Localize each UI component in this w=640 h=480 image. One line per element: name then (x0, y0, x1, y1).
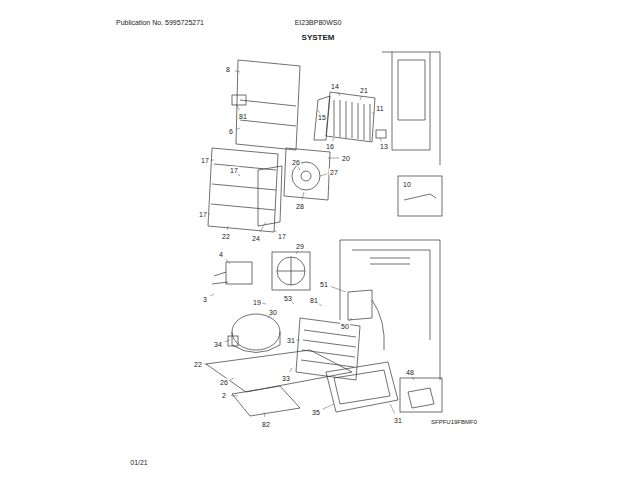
leader-line (238, 174, 240, 176)
leader-line (380, 138, 382, 141)
cabinet-upper (382, 52, 440, 165)
header-text: EI23BP80WS0 (294, 19, 343, 26)
leader-line (319, 304, 322, 306)
base-plate (206, 350, 352, 416)
callout-number: 30 (268, 309, 278, 316)
leader-line (338, 92, 340, 96)
leader-line (349, 318, 352, 321)
relay (212, 262, 252, 284)
leader-lines (204, 71, 414, 417)
leader-line (230, 378, 234, 380)
compressor (228, 314, 280, 353)
leader-line (332, 138, 334, 141)
callout-number: 13 (379, 143, 389, 150)
leader-line (235, 71, 240, 72)
callout-number: 53 (283, 295, 293, 302)
callout-number: 81 (238, 113, 248, 120)
callout-number: 28 (295, 203, 305, 210)
page-title: SYSTEM (301, 34, 336, 42)
callout-number: 26 (219, 379, 229, 386)
leader-line (262, 303, 266, 305)
callout-number: 11 (375, 105, 384, 112)
leader-line (204, 364, 208, 365)
inset-frame (400, 378, 442, 412)
callout-number: 29 (295, 243, 305, 250)
leader-line (318, 110, 320, 113)
callout-number: 8 (225, 66, 231, 73)
leader-line (236, 128, 240, 129)
callout-number: 16 (325, 143, 335, 150)
callout-number: 34 (213, 341, 223, 348)
leader-line (322, 404, 334, 409)
drain-pan (326, 362, 398, 412)
callout-number: 17 (229, 167, 239, 174)
evaporator-coil (314, 92, 386, 142)
evaporator-cover (232, 60, 300, 150)
callout-number: 20 (341, 155, 351, 162)
leader-line (296, 251, 298, 254)
leader-line (260, 222, 266, 232)
callout-number: 2 (221, 392, 227, 399)
callout-number: 50 (340, 323, 350, 330)
inset-frame (398, 176, 442, 216)
leader-line (412, 377, 414, 380)
leader-line (360, 96, 362, 100)
callout-number: 3 (202, 296, 208, 303)
callout-number: 10 (402, 181, 412, 188)
leader-line (236, 104, 239, 110)
leader-line (320, 174, 327, 176)
leader-line (210, 160, 214, 161)
callout-number: 17 (277, 233, 287, 240)
condenser-fan (272, 252, 310, 290)
callout-number: 15 (317, 114, 327, 121)
leader-line (210, 294, 214, 296)
callout-number: 31 (393, 417, 403, 424)
rear-panel (208, 148, 282, 232)
leader-line (302, 192, 304, 199)
condenser-coil (296, 318, 360, 380)
callout-number: 82 (261, 421, 271, 428)
leader-line (290, 368, 292, 372)
callout-number: 24 (251, 235, 261, 242)
leader-line (226, 259, 230, 264)
header-text: Publication No. 5995725271 (115, 19, 205, 26)
callout-number: 4 (218, 251, 224, 258)
cabinet-lower (340, 240, 440, 380)
leader-line (292, 302, 294, 304)
leader-line (264, 412, 266, 417)
callout-number: 27 (329, 169, 339, 176)
callout-number: 48 (405, 369, 415, 376)
header-text: 01/21 (129, 459, 149, 466)
leader-line (296, 340, 300, 341)
leader-line (225, 340, 230, 342)
fan-shroud (284, 148, 330, 200)
callout-number: 51 (319, 281, 329, 288)
callout-number: 22 (221, 233, 231, 240)
callout-number: 33 (281, 375, 291, 382)
leader-line (328, 158, 339, 159)
callout-number: 14 (330, 83, 340, 90)
callout-number: 26 (291, 159, 301, 166)
leader-line (298, 167, 300, 170)
callout-number: 21 (359, 87, 369, 94)
callout-number: 17 (200, 157, 210, 164)
leader-line (390, 404, 395, 414)
leader-line (227, 226, 229, 230)
leader-line (331, 286, 346, 292)
callout-number: 22 (193, 361, 203, 368)
callout-number: 35 (311, 409, 321, 416)
callout-number: 19 (252, 299, 262, 306)
header-text: SFPFU19FBMF0 (430, 419, 478, 425)
callout-number: 17 (198, 211, 208, 218)
leader-line (231, 395, 238, 397)
leader-line (268, 316, 270, 318)
callout-number: 31 (286, 337, 296, 344)
callout-number: 81 (309, 297, 319, 304)
callout-number: 6 (228, 128, 234, 135)
leader-line (372, 112, 375, 114)
control-board (348, 290, 384, 350)
